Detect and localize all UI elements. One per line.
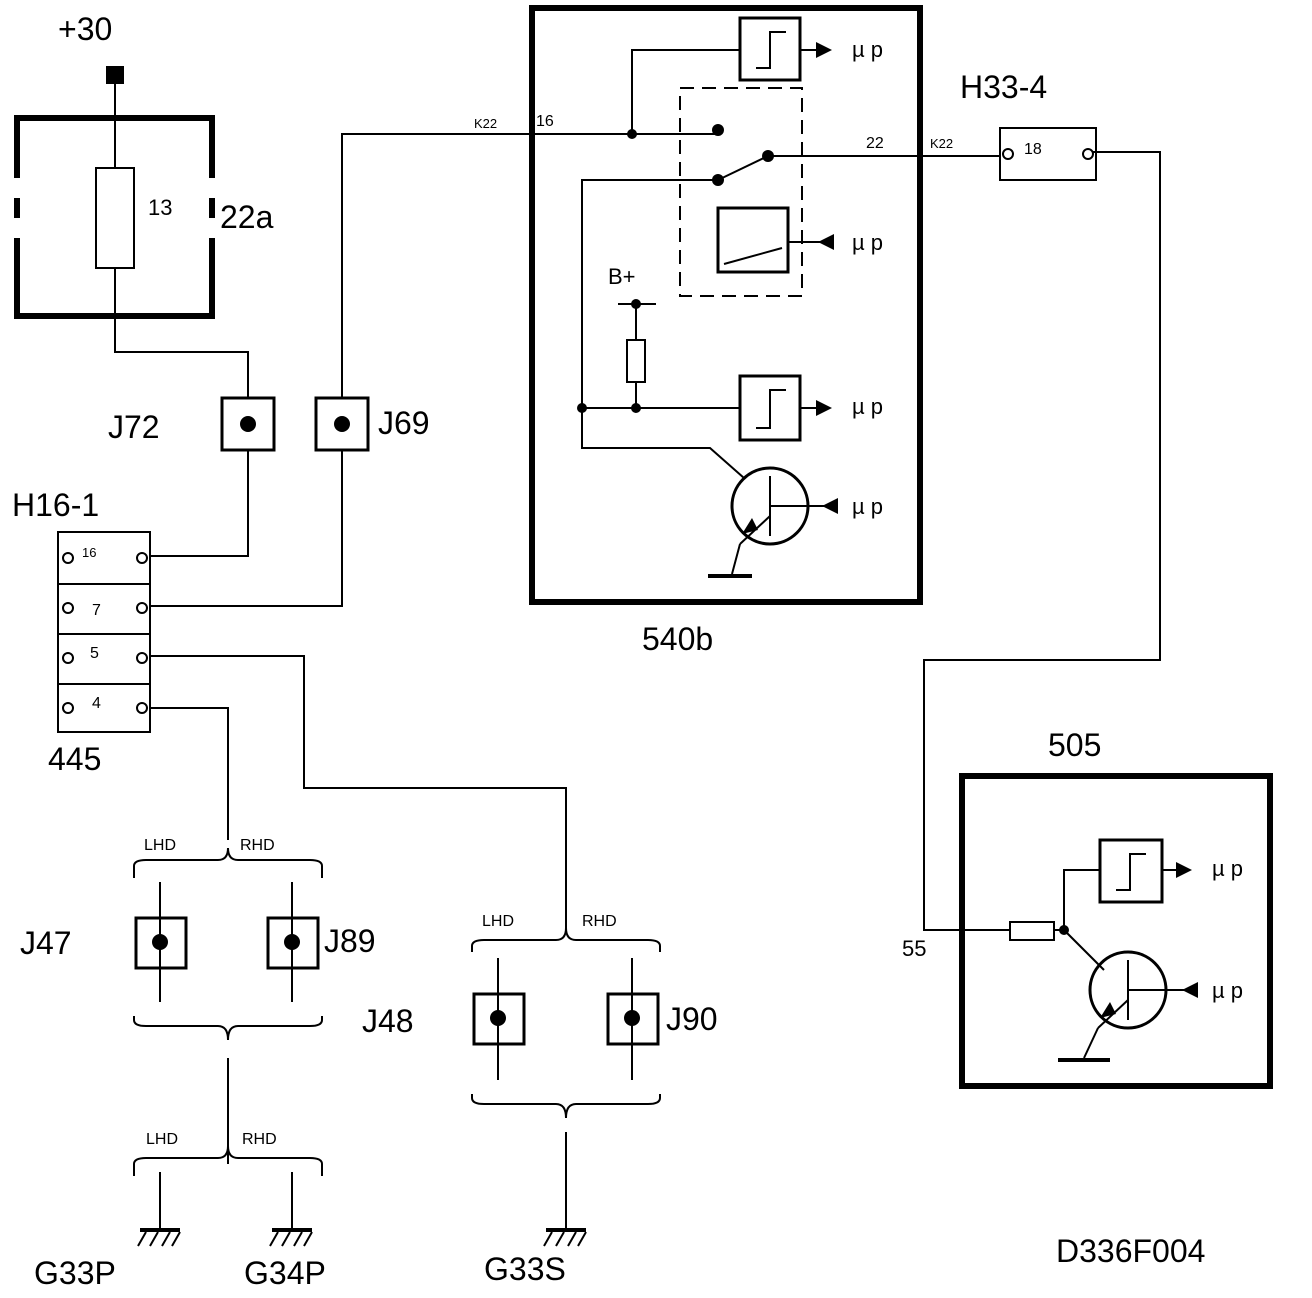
arrow-in-icon [818,234,834,250]
h16-pin5: 5 [90,645,99,662]
brace-bottom-2 [471,1094,661,1119]
ground-g34p: G34P [244,1172,326,1291]
mu-label-1: µ p [852,37,883,62]
wire-j69-h16 [150,450,343,607]
switch-arm [717,155,769,181]
g33s-label: G33S [484,1251,566,1287]
ecu-540b-label: 540b [642,621,713,657]
relay-coil-icon [716,206,790,274]
fuse-box-22a: 13 22a [14,115,274,319]
h16-pin16: 16 [82,545,96,560]
h16-pin7: 7 [92,602,101,619]
mu-label-3: µ p [852,394,883,419]
fuse-number: 13 [148,195,172,220]
arrow-out-icon [1176,862,1192,878]
mu-label-6: µ p [1212,978,1243,1003]
brace-group-2: LHD RHD [471,913,661,952]
conn445-label: 445 [48,741,101,777]
arrow-out-icon [816,400,832,416]
g33p-label: G33P [34,1255,116,1291]
rhd-label-2: RHD [582,913,617,930]
j89-label: J89 [324,923,376,959]
connector-j89: J89 [266,882,376,1002]
k22-left-label: K22 [474,116,497,131]
connector-j90: J90 [606,958,718,1080]
connector-j69: J69 [314,396,430,452]
connector-j47: J47 [20,882,188,1002]
wire-supply [114,84,249,398]
fuse-element [95,167,135,269]
wire-j69-540b [341,133,632,398]
ecu-540b: 540b K22 16 22 K22 µ p µ p B+ [474,5,1000,657]
connector-h16-1: H16-1 16 7 5 4 445 [12,487,151,777]
j72-label: J72 [108,409,160,445]
lhd-label-1: LHD [144,837,176,854]
lhd-label-2: LHD [482,913,514,930]
unit-505-label: 505 [1048,727,1101,763]
arrow-in-icon [822,498,838,514]
unit-505: 505 55 µ p µ p [902,727,1273,1089]
h16-label: H16-1 [12,487,99,523]
k22-right-label: K22 [930,136,953,151]
mu-label-4: µ p [852,494,883,519]
connector-j72: J72 [108,396,276,452]
wire-j72-h16 [150,450,249,557]
h33-pin18: 18 [1024,141,1042,158]
arrow-in-icon [1182,982,1198,998]
bplus-label: B+ [608,264,636,289]
pin55-label: 55 [902,936,926,961]
fuse-box-label: 22a [220,199,274,235]
lhd-label-3: LHD [146,1131,178,1148]
wire-h33-505 [923,151,1161,931]
connector-j48: J48 [362,958,526,1080]
arrow-out-icon [816,42,832,58]
input-resistor [1009,921,1055,941]
supply-terminal: +30 [58,11,124,84]
supply-label: +30 [58,11,112,47]
pin16-in-label: 16 [536,113,554,130]
ground-g33p: G33P [34,1172,181,1291]
relay-enclosure [679,87,803,297]
pullup-resistor [626,339,646,383]
rhd-label-1: RHD [240,837,275,854]
drawing-reference: D336F004 [1056,1233,1205,1269]
connector-h33-4: H33-4 18 [960,69,1097,181]
h16-pin4: 4 [92,695,101,712]
h33-label: H33-4 [960,69,1047,105]
j69-label: J69 [378,405,430,441]
j47-label: J47 [20,925,72,961]
j48-label: J48 [362,1003,414,1039]
wire-pin5 [150,655,567,930]
brace-group-1: LHD RHD [133,837,323,878]
g34p-label: G34P [244,1255,326,1291]
j90-label: J90 [666,1001,718,1037]
mu-label-5: µ p [1212,856,1243,881]
ground-g33s: G33S [484,1132,587,1287]
wire-pin4 [150,707,229,840]
rhd-label-3: RHD [242,1131,277,1148]
mu-label-2: µ p [852,230,883,255]
brace-group-3: LHD RHD [133,1131,323,1176]
brace-bottom-1 [133,1016,323,1041]
pin22-out-label: 22 [866,135,884,152]
